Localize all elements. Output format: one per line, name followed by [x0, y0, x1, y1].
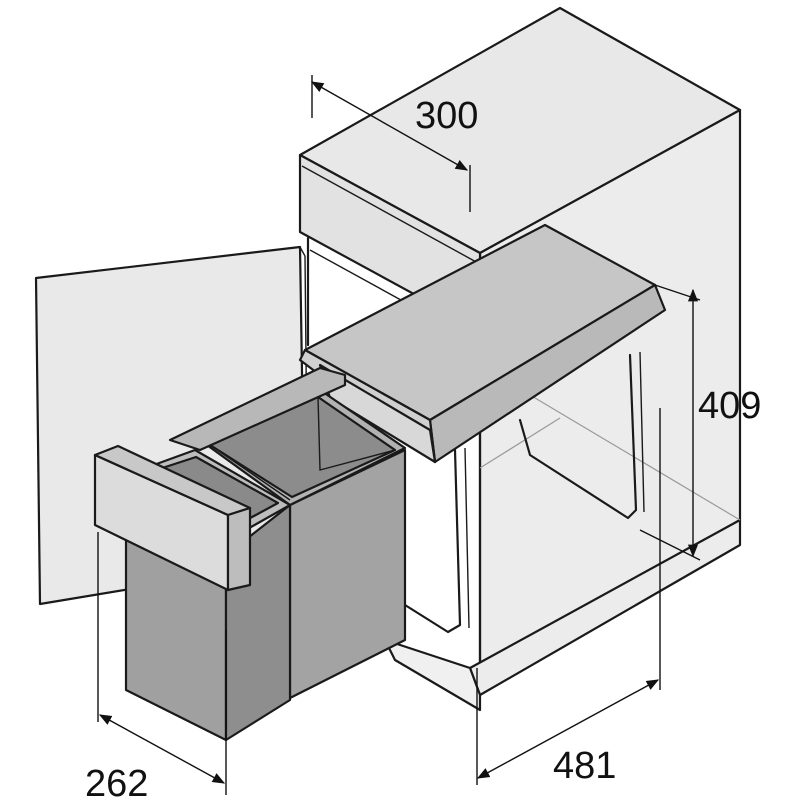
dimension-label-409: 409: [698, 385, 761, 427]
dimension-label-300: 300: [415, 95, 478, 137]
dimension-481: 481: [476, 408, 661, 787]
cabinet-base: [383, 638, 482, 712]
dimension-label-481: 481: [553, 745, 616, 787]
dimension-300: 300: [310, 75, 478, 212]
dimension-label-262: 262: [85, 763, 148, 800]
wire-frame-right: [518, 353, 638, 520]
waste-bins: [93, 366, 407, 742]
dimension-409: 409: [639, 284, 761, 561]
wire-frame-left: [403, 448, 462, 634]
bin-front-cover: [93, 444, 252, 592]
dimension-262: 262: [85, 532, 227, 800]
